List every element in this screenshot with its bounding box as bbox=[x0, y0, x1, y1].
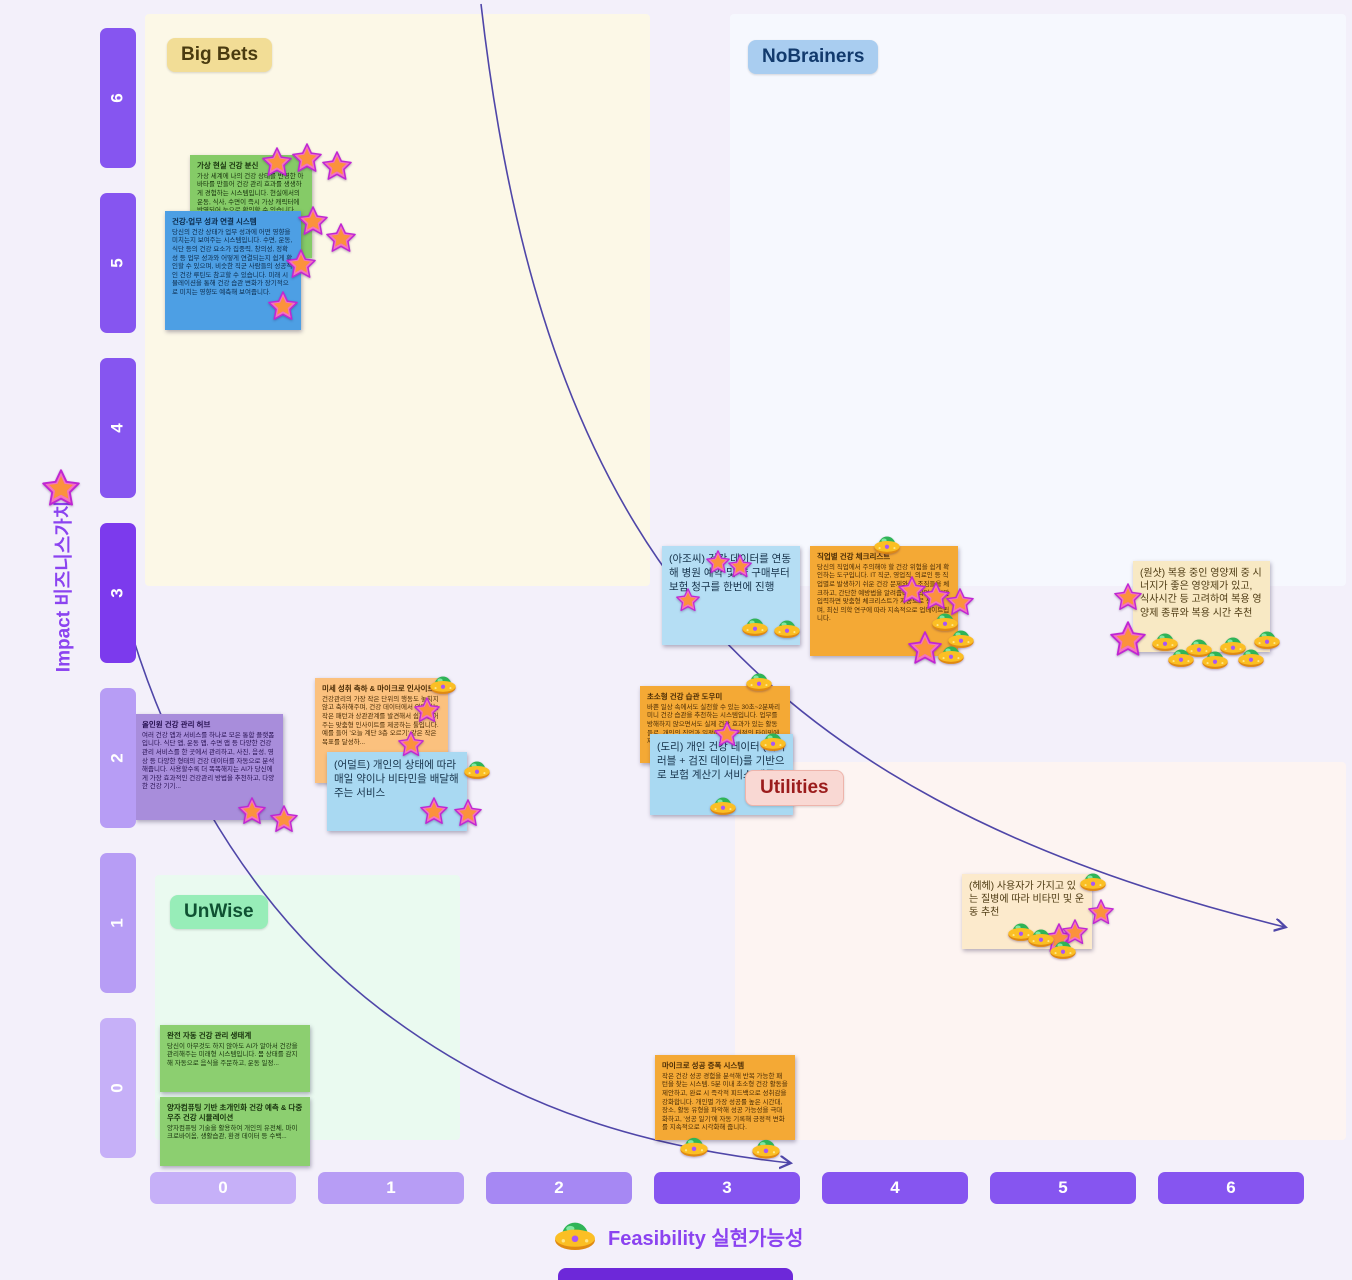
star-sticker-icon[interactable] bbox=[326, 222, 356, 254]
star-sticker-icon[interactable] bbox=[238, 796, 266, 826]
note-title: 마이크로 성공 증폭 시스템 bbox=[662, 1061, 745, 1070]
note-body: (어덜트) 개인의 상태에 따라 매일 약이나 비타민을 배달해주는 서비스 bbox=[334, 759, 459, 800]
ufo-sticker-icon[interactable] bbox=[750, 1134, 782, 1164]
ufo-sticker-icon[interactable] bbox=[772, 615, 802, 643]
note-title: 가상 현실 건강 분신 bbox=[197, 161, 259, 170]
x-axis-tick-6: 6 bbox=[1158, 1172, 1304, 1204]
star-sticker-icon[interactable] bbox=[1088, 898, 1114, 926]
x-axis-tick-3: 3 bbox=[654, 1172, 800, 1204]
note-body: 가상 세계에 나의 건강 상태를 반영한 아바타를 만들어 건강 관리 효과를 … bbox=[197, 172, 304, 214]
x-tick-label: 3 bbox=[722, 1178, 732, 1197]
x-tick-label: 4 bbox=[890, 1178, 900, 1197]
ufo-sticker-icon[interactable] bbox=[1166, 644, 1196, 672]
ufo-sticker-icon[interactable] bbox=[428, 671, 458, 699]
note-body: 당신이 아무것도 하지 않아도 AI가 알아서 건강을 관리해주는 미래형 시스… bbox=[167, 1042, 298, 1068]
x-axis-label: Feasibility 실현가능성 bbox=[608, 1227, 804, 1250]
quadrant-label-nobrainers[interactable]: NoBrainers bbox=[748, 40, 879, 74]
note-title: 양자컴퓨팅 기반 초개인화 건강 예측 & 다중우주 건강 시뮬레이션 bbox=[167, 1103, 303, 1122]
y-axis-tick-5: 5 bbox=[100, 193, 136, 333]
note-body: 작은 건강 성공 경험을 분석해 반복 가능한 패턴을 찾는 시스템. 5분 이… bbox=[662, 1072, 788, 1132]
ufo-sticker-icon[interactable] bbox=[1200, 646, 1230, 674]
y-axis-tick-3: 3 bbox=[100, 523, 136, 663]
y-tick-label: 6 bbox=[108, 93, 127, 103]
ufo-sticker-icon[interactable] bbox=[758, 728, 788, 756]
x-axis-tick-0: 0 bbox=[150, 1172, 296, 1204]
bottom-toolbar-fragment bbox=[558, 1268, 793, 1280]
x-axis-tick-2: 2 bbox=[486, 1172, 632, 1204]
y-tick-label: 0 bbox=[108, 1083, 127, 1093]
ufo-sticker-icon[interactable] bbox=[708, 792, 738, 820]
star-sticker-icon[interactable] bbox=[268, 290, 298, 322]
star-sticker-icon[interactable] bbox=[728, 553, 752, 579]
star-sticker-icon[interactable] bbox=[414, 696, 440, 724]
y-axis-tick-2: 2 bbox=[100, 688, 136, 828]
ufo-sticker-icon[interactable] bbox=[1236, 644, 1266, 672]
quadrant-area-nobrainers bbox=[730, 14, 1346, 586]
star-sticker-icon[interactable] bbox=[714, 720, 740, 748]
star-sticker-icon[interactable] bbox=[706, 549, 730, 575]
sticky-note-micro-success-amplifier[interactable]: 마이크로 성공 증폭 시스템 작은 건강 성공 경험을 분석해 반복 가능한 패… bbox=[655, 1055, 795, 1140]
ufo-sticker-icon[interactable] bbox=[678, 1132, 710, 1162]
note-body: 여러 건강 앱과 서비스를 하나로 모은 통합 플랫폼입니다. 식단 앱, 운동… bbox=[142, 731, 275, 791]
sticky-note-quantum-health-sim[interactable]: 양자컴퓨팅 기반 초개인화 건강 예측 & 다중우주 건강 시뮬레이션 양자컴퓨… bbox=[160, 1097, 310, 1166]
note-body: 당신의 건강 상태가 업무 성과에 어떤 영향을 미치는지 보여주는 시스템입니… bbox=[172, 228, 293, 296]
x-axis-tick-5: 5 bbox=[990, 1172, 1136, 1204]
ufo-sticker-icon[interactable] bbox=[1078, 868, 1108, 896]
ufo-sticker-icon[interactable] bbox=[740, 613, 770, 641]
x-tick-label: 0 bbox=[218, 1178, 228, 1197]
sticky-note-auto-health-ecosystem[interactable]: 완전 자동 건강 관리 생태계 당신이 아무것도 하지 않아도 AI가 알아서 … bbox=[160, 1025, 310, 1092]
quadrant-label-unwise[interactable]: UnWise bbox=[170, 895, 268, 929]
ufo-sticker-icon bbox=[555, 1222, 595, 1251]
star-sticker-icon[interactable] bbox=[292, 142, 322, 174]
star-sticker-icon[interactable] bbox=[1110, 620, 1146, 658]
star-sticker-icon[interactable] bbox=[286, 248, 316, 280]
y-axis-tick-6: 6 bbox=[100, 28, 136, 168]
ufo-sticker-icon[interactable] bbox=[872, 531, 902, 559]
x-axis-tick-1: 1 bbox=[318, 1172, 464, 1204]
x-tick-label: 6 bbox=[1226, 1178, 1236, 1197]
y-axis-tick-1: 1 bbox=[100, 853, 136, 993]
star-sticker-icon[interactable] bbox=[420, 796, 448, 826]
ufo-sticker-icon[interactable] bbox=[1048, 936, 1078, 964]
y-axis-tick-4: 4 bbox=[100, 358, 136, 498]
star-sticker-icon[interactable] bbox=[270, 804, 298, 834]
note-body: 양자컴퓨팅 기술을 활용하여 개인의 유전체, 마이크로바이옴, 생활습관, 환… bbox=[167, 1124, 298, 1141]
note-title: 미세 성취 축하 & 마이크로 인사이트 bbox=[322, 684, 435, 693]
x-axis-label-group: Feasibility 실현가능성 bbox=[552, 1214, 803, 1258]
star-sticker-icon[interactable] bbox=[298, 205, 328, 237]
note-title: 완전 자동 건강 관리 생태계 bbox=[167, 1031, 252, 1040]
star-sticker-icon[interactable] bbox=[262, 146, 292, 178]
note-title: 올인원 건강 관리 허브 bbox=[142, 720, 211, 729]
star-sticker-icon[interactable] bbox=[1114, 582, 1142, 612]
y-tick-label: 2 bbox=[108, 753, 127, 763]
y-tick-label: 4 bbox=[108, 423, 127, 433]
note-title: 건강-업무 성과 연결 시스템 bbox=[172, 217, 257, 226]
x-tick-label: 1 bbox=[386, 1178, 396, 1197]
quadrant-label-big-bets[interactable]: Big Bets bbox=[167, 38, 273, 72]
x-tick-label: 5 bbox=[1058, 1178, 1068, 1197]
star-sticker-icon bbox=[42, 469, 80, 506]
star-sticker-icon[interactable] bbox=[454, 798, 482, 828]
ufo-sticker-icon[interactable] bbox=[744, 668, 774, 696]
y-tick-label: 3 bbox=[108, 588, 127, 598]
x-tick-label: 2 bbox=[554, 1178, 564, 1197]
note-body: (헤헤) 사용자가 가지고 있는 질병에 따라 비타민 및 운동 추천 bbox=[969, 881, 1085, 919]
star-sticker-icon[interactable] bbox=[322, 150, 352, 182]
y-tick-label: 5 bbox=[108, 258, 127, 268]
star-sticker-icon[interactable] bbox=[676, 587, 700, 613]
ufo-sticker-icon[interactable] bbox=[462, 756, 492, 784]
star-sticker-icon[interactable] bbox=[398, 730, 424, 758]
x-axis-tick-4: 4 bbox=[822, 1172, 968, 1204]
note-body: (원샷) 복용 중인 영양제 중 시너지가 좋은 영양제가 있고, 식사시간 등… bbox=[1140, 568, 1262, 619]
ufo-sticker-icon[interactable] bbox=[936, 641, 966, 669]
quadrant-label-utilities[interactable]: Utilities bbox=[745, 770, 844, 806]
y-axis-tick-0: 0 bbox=[100, 1018, 136, 1158]
y-tick-label: 1 bbox=[108, 918, 127, 928]
